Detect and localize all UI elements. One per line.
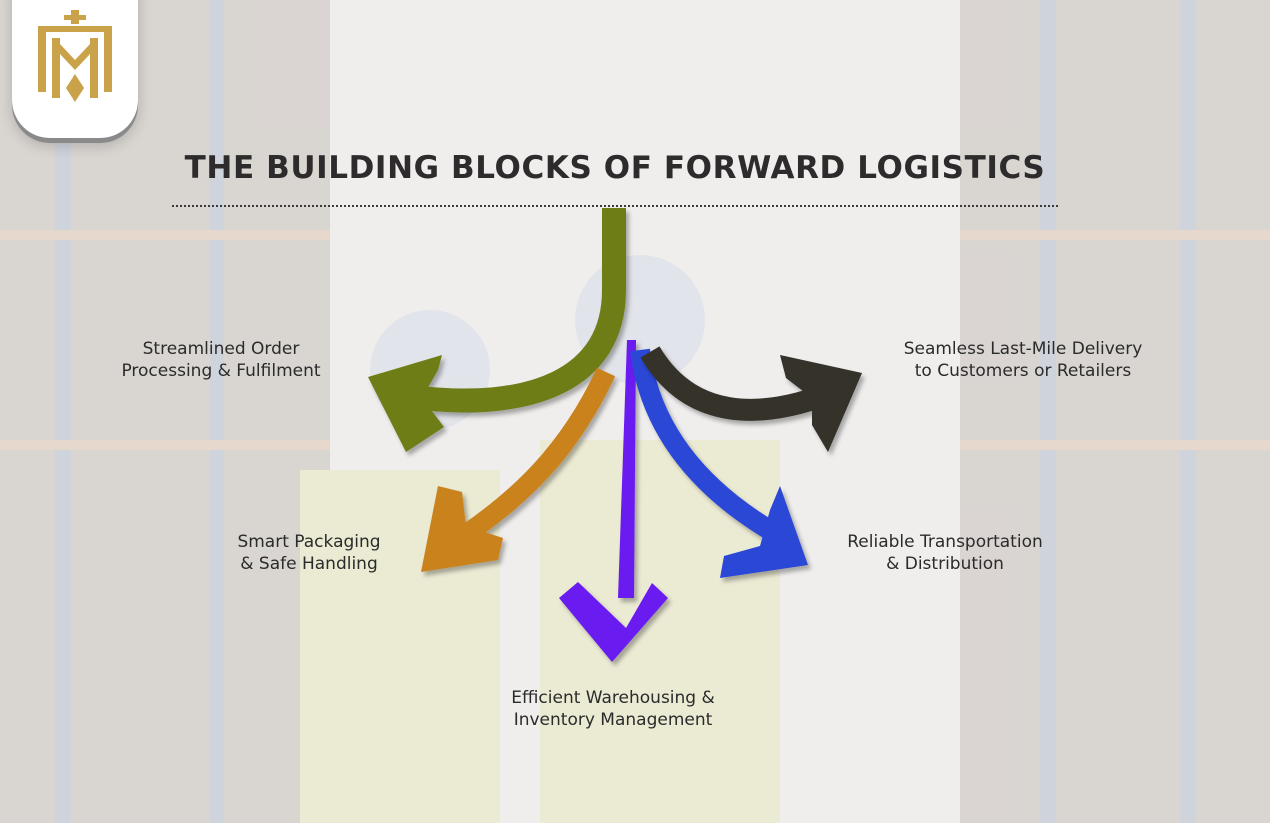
title-divider — [172, 205, 1058, 207]
arrow-smart-packaging — [421, 367, 616, 572]
arrow-efficient-warehousing — [559, 340, 668, 662]
label-last-mile-delivery-line2: to Customers or Retailers — [914, 361, 1132, 381]
label-smart-packaging-line2: & Safe Handling — [240, 554, 378, 574]
label-reliable-transportation-line1: Reliable Transportation — [847, 532, 1043, 552]
label-efficient-warehousing-line2: Inventory Management — [513, 710, 713, 730]
label-reliable-transportation-line2: & Distribution — [886, 554, 1004, 574]
crown-shield-logo-icon — [38, 10, 112, 102]
label-last-mile-delivery-line1: Seamless Last-Mile Delivery — [903, 339, 1143, 359]
arrow-reliable-transportation — [630, 348, 808, 578]
logo-card — [12, 0, 138, 138]
page-title: THE BUILDING BLOCKS OF FORWARD LOGISTICS — [184, 150, 1046, 186]
label-smart-packaging-line1: Smart Packaging — [237, 532, 381, 552]
arrow-last-mile-delivery — [640, 346, 862, 452]
arrow-order-processing — [368, 208, 626, 452]
label-smart-packaging: Smart Packaging & Safe Handling — [210, 531, 408, 575]
label-efficient-warehousing-line1: Efficient Warehousing & — [511, 688, 715, 708]
label-efficient-warehousing: Efficient Warehousing & Inventory Manage… — [482, 687, 744, 731]
label-last-mile-delivery: Seamless Last-Mile Delivery to Customers… — [872, 338, 1174, 382]
label-order-processing-line2: Processing & Fulfilment — [121, 361, 321, 381]
label-order-processing-line1: Streamlined Order — [142, 339, 300, 359]
label-reliable-transportation: Reliable Transportation & Distribution — [820, 531, 1070, 575]
label-order-processing: Streamlined Order Processing & Fulfilmen… — [100, 338, 342, 382]
